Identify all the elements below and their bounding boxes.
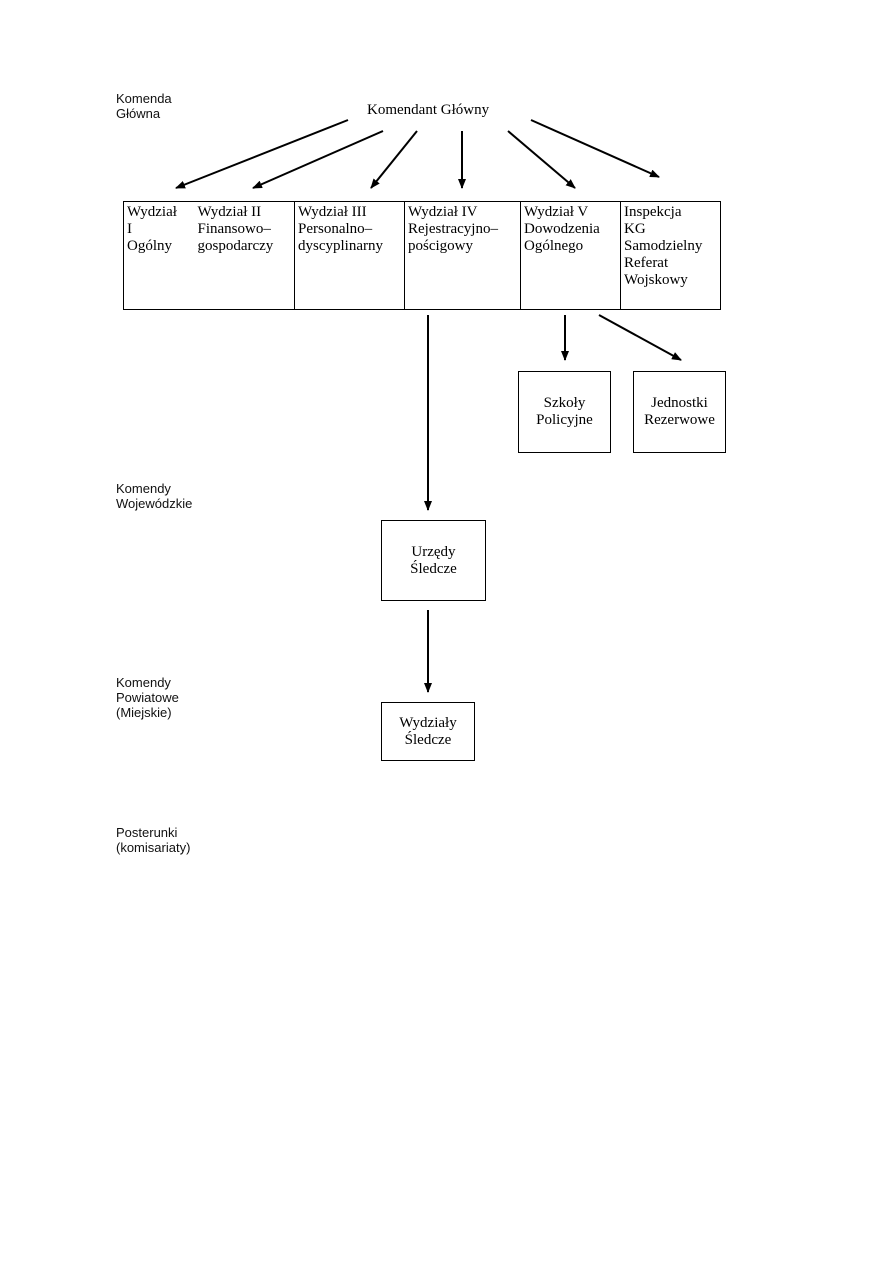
division-wydzial-i: Wydział I Ogólny [123, 201, 195, 310]
division-wydzial-iv: Wydział IV Rejestracyjno– pościgowy [404, 201, 521, 310]
level-label-komendy-wojewodzkie: Komendy Wojewódzkie [116, 481, 193, 511]
level-label-posterunki: Posterunki (komisariaty) [116, 825, 191, 855]
division-wydzial-ii: Wydział II Finansowo– gospodarczy [194, 201, 295, 310]
division-wydzial-iii: Wydział III Personalno– dyscyplinarny [294, 201, 405, 310]
komendant-glowny-node: Komendant Główny [367, 102, 490, 118]
arrow-to-wydzial-i [175, 119, 349, 189]
arrow-to-wydzial-iii [370, 130, 418, 189]
divisions-table: Wydział I Ogólny Wydział II Finansowo– g… [123, 201, 721, 310]
node-jednostki-rezerwowe: Jednostki Rezerwowe [633, 371, 726, 453]
arrow-to-wydzial-ii [252, 130, 384, 189]
node-wydzialy-sledcze: Wydziały Śledcze [381, 702, 475, 761]
node-urzedy-sledcze: Urzędy Śledcze [381, 520, 486, 601]
arrow-to-wydzial-v [507, 130, 576, 189]
level-label-komenda-glowna: Komenda Główna [116, 91, 172, 121]
division-wydzial-v: Wydział V Dowodzenia Ogólnego [520, 201, 621, 310]
division-inspekcja-kg: Inspekcja KG Samodzielny Referat Wojskow… [620, 201, 721, 310]
arrow-to-inspekcja [530, 119, 660, 178]
arrow-to-jednostki-rezerwowe [598, 314, 682, 361]
level-label-komendy-powiatowe: Komendy Powiatowe (Miejskie) [116, 675, 179, 720]
node-szkoly-policyjne: Szkoły Policyjne [518, 371, 611, 453]
